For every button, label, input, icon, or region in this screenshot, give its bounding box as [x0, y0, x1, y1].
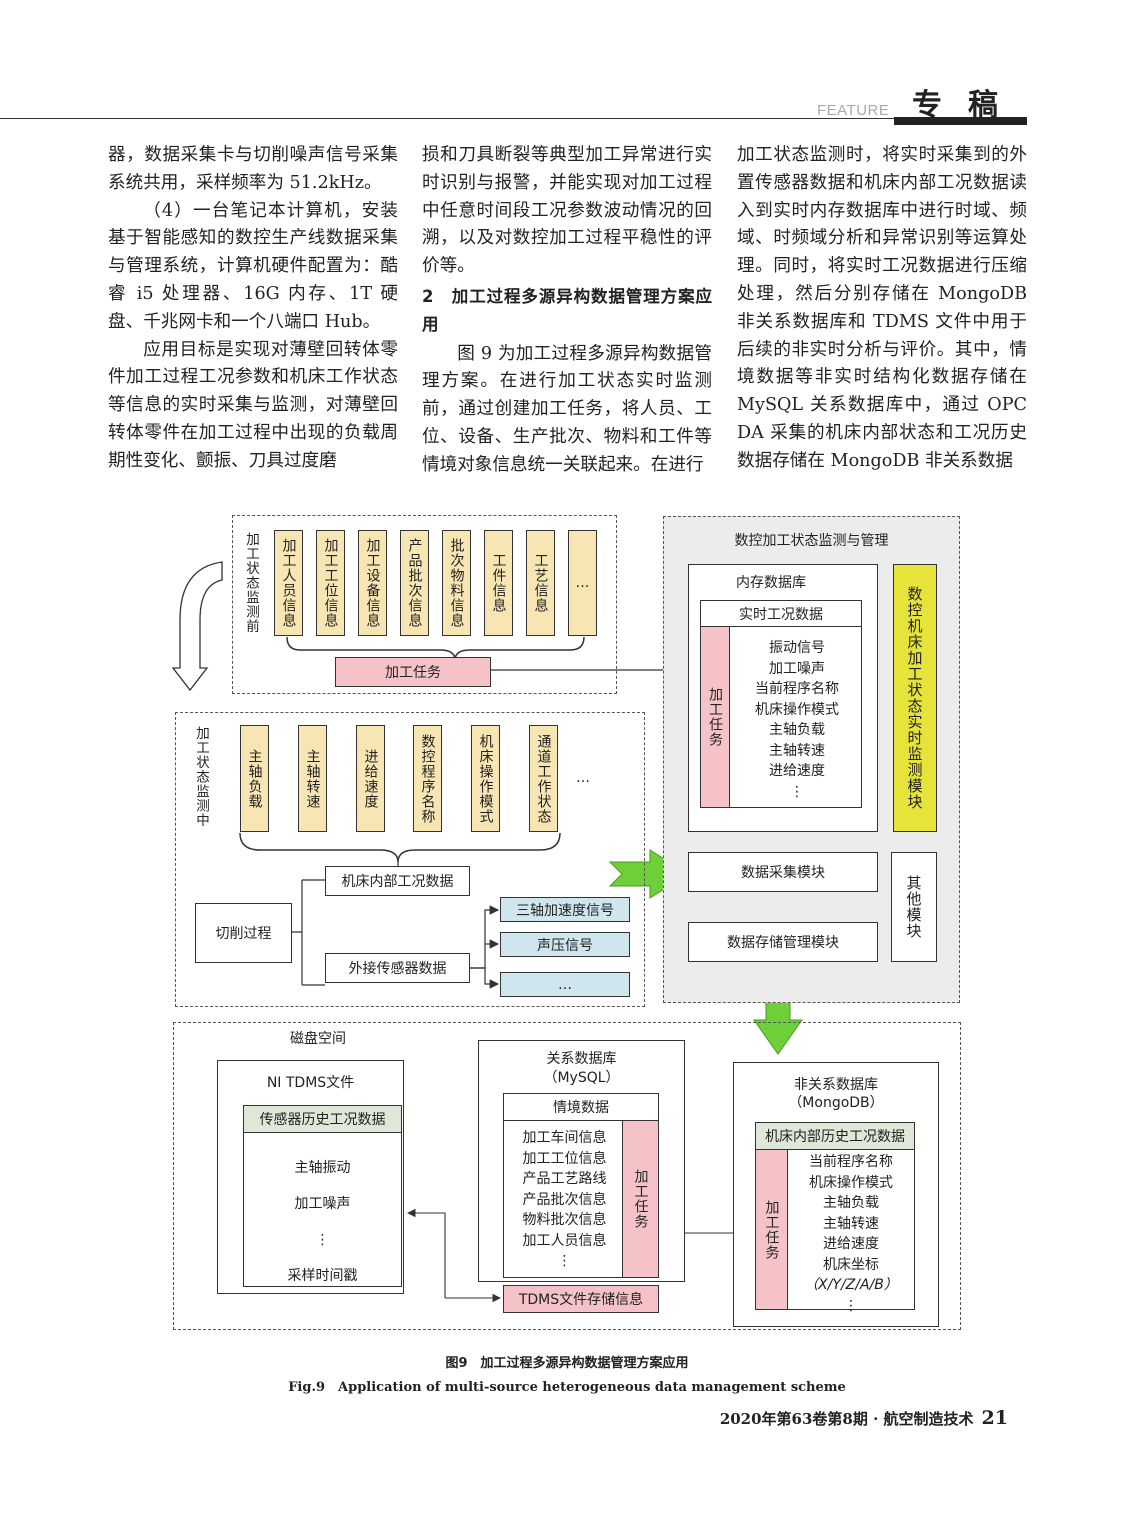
tdms-item: ⋮	[315, 1232, 330, 1248]
figure-caption-en: Fig.9 Application of multi-source hetero…	[288, 1380, 846, 1395]
section-heading: 2 加工过程多源异构数据管理方案应用	[422, 286, 712, 334]
sensor-signal: 三轴加速度信号	[500, 897, 630, 922]
mysql-items: 加工车间信息 加工工位信息 产品工艺路线 产品批次信息 物料批次信息 加工人员信…	[507, 1128, 622, 1272]
mongodb-item: ⋮	[844, 1297, 858, 1314]
mysql-item: 加工工位信息	[522, 1150, 607, 1167]
text-column-3: 加工状态监测时，将实时采集到的外置传感器数据和机床内部工况数据读入到实时内存数据…	[737, 142, 1027, 476]
paragraph: 应用目标是实现对薄壁回转体零件加工过程工况参数和机床工作状态等信息的实时采集与监…	[108, 339, 398, 471]
during-item: 主轴负载	[240, 725, 269, 832]
header-rule	[0, 118, 894, 119]
signal-item: 机床操作模式	[755, 701, 839, 718]
signal-item: 主轴转速	[769, 742, 825, 759]
signal-item: 当前程序名称	[755, 681, 839, 697]
tdms-title: NI TDMS文件	[266, 1075, 355, 1091]
mysql-item: 产品工艺路线	[522, 1171, 607, 1187]
mysql-title: 关系数据库	[546, 1051, 617, 1067]
mysql-task: 加工任务	[622, 1120, 659, 1278]
during-item: 主轴转速	[298, 725, 327, 832]
paragraph: 器，数据采集卡与切削噪声信号采集系统共用，采样频率为 51.2kHz。	[108, 145, 398, 193]
signal-item: ⋮	[790, 783, 804, 800]
page-number: 21	[981, 1407, 1008, 1429]
mongodb-item: （X/Y/Z/A/B）	[804, 1277, 898, 1293]
cutting-process-box: 切削过程	[195, 903, 292, 963]
other-modules: 其他模块	[891, 852, 937, 962]
header-feature: FEATURE	[817, 102, 890, 119]
before-item: 批次物料信息	[442, 530, 471, 636]
disk-space-title: 磁盘空间	[290, 1031, 346, 1047]
paragraph: 损和刀具断裂等典型加工异常进行实时识别与报警，并能实现对加工过程中任意时间段工况…	[422, 145, 712, 277]
paragraph: 图 9 为加工过程多源异构数据管理方案。在进行加工状态实时监测前，通过创建加工任…	[422, 343, 712, 475]
before-item: …	[568, 530, 597, 636]
realtime-monitor-module: 数控机床加工状态实时监测模块	[893, 564, 937, 832]
internal-data-box: 机床内部工况数据	[325, 866, 470, 896]
tdms-items: 主轴振动 加工噪声 ⋮ 采样时间戳	[243, 1150, 402, 1294]
external-sensor-box: 外接传感器数据	[325, 953, 470, 983]
mongodb-item: 当前程序名称	[809, 1154, 893, 1170]
mongodb-subtitle: （MongoDB）	[788, 1095, 884, 1111]
signal-item: 主轴负载	[769, 722, 825, 738]
mongodb-task: 加工任务	[755, 1149, 788, 1310]
before-task: 加工任务	[335, 657, 491, 687]
mysql-item: ⋮	[557, 1253, 572, 1269]
during-item: 数控程序名称	[413, 725, 442, 832]
mongodb-header: 机床内部历史工况数据	[755, 1122, 915, 1150]
during-item: …	[575, 770, 591, 787]
mongodb-item: 主轴负载	[823, 1195, 879, 1211]
mongodb-title: 非关系数据库	[794, 1077, 878, 1093]
realtime-signals: 振动信号 加工噪声 当前程序名称 机床操作模式 主轴负载 主轴转速 进给速度 ⋮	[732, 638, 862, 802]
tdms-item: 主轴振动	[294, 1160, 351, 1176]
realtime-data-header: 实时工况数据	[700, 600, 862, 627]
mysql-item: 物料批次信息	[522, 1212, 607, 1228]
signal-item: 振动信号	[769, 640, 825, 656]
mongodb-item: 机床操作模式	[809, 1174, 893, 1191]
mongodb-item: 机床坐标	[823, 1256, 879, 1273]
data-acquisition-module: 数据采集模块	[688, 852, 878, 892]
before-item: 产品批次信息	[400, 530, 429, 636]
before-item: 加工设备信息	[358, 530, 387, 636]
during-item: 进给速度	[356, 725, 385, 832]
monitor-title: 数控加工状态监测与管理	[734, 533, 889, 549]
tdms-item: 采样时间戳	[287, 1268, 358, 1284]
mongodb-items: 当前程序名称 机床操作模式 主轴负载 主轴转速 进给速度 机床坐标 （X/Y/Z…	[790, 1152, 912, 1316]
text-column-1: 器，数据采集卡与切削噪声信号采集系统共用，采样频率为 51.2kHz。 （4）一…	[108, 142, 398, 476]
mysql-header: 情境数据	[503, 1093, 659, 1121]
before-item: 加工人员信息	[274, 530, 303, 636]
during-monitoring-region	[175, 712, 645, 1007]
tdms-item: 加工噪声	[294, 1196, 351, 1212]
memory-task: 加工任务	[700, 626, 730, 808]
tdms-storage-info: TDMS文件存储信息	[503, 1285, 659, 1313]
tdms-body	[243, 1132, 402, 1287]
paragraph: （4）一台笔记本计算机，安装基于智能感知的数控生产线数据采集与管理系统，计算机硬…	[108, 200, 398, 332]
mysql-item: 加工车间信息	[522, 1130, 607, 1146]
mysql-item: 产品批次信息	[522, 1191, 607, 1208]
mysql-subtitle: （MySQL）	[543, 1070, 620, 1086]
before-item: 加工工位信息	[316, 530, 345, 636]
during-monitoring-label: 加工状态监测中	[193, 726, 209, 828]
page-footer: 2020年第63卷第8期 · 航空制造技术 21	[720, 1407, 1008, 1429]
before-item: 工艺信息	[526, 530, 555, 636]
header-bar	[894, 117, 1027, 125]
before-item: 工件信息	[484, 530, 513, 636]
disk-space-region	[173, 1022, 961, 1330]
footer-journal: 2020年第63卷第8期 · 航空制造技术	[719, 1410, 974, 1428]
data-storage-module: 数据存储管理模块	[688, 922, 878, 962]
mysql-item: 加工人员信息	[522, 1232, 607, 1249]
mongodb-item: 主轴转速	[823, 1215, 879, 1232]
tdms-header: 传感器历史工况数据	[243, 1105, 402, 1133]
during-item: 通道工作状态	[529, 725, 558, 832]
before-monitoring-region	[232, 515, 617, 694]
during-item: 机床操作模式	[471, 725, 500, 832]
sensor-signal: 声压信号	[500, 932, 630, 957]
signal-item: 加工噪声	[769, 660, 825, 677]
header-title: 专稿	[912, 88, 1024, 123]
text-column-2: 损和刀具断裂等典型加工异常进行实时识别与报警，并能实现对加工过程中任意时间段工况…	[422, 142, 712, 480]
figure-caption-cn: 图9 加工过程多源异构数据管理方案应用	[445, 1356, 689, 1371]
before-monitoring-label: 加工状态监测前	[243, 532, 259, 634]
signal-item: 进给速度	[769, 763, 825, 779]
mongodb-item: 进给速度	[823, 1236, 879, 1252]
paragraph: 加工状态监测时，将实时采集到的外置传感器数据和机床内部工况数据读入到实时内存数据…	[737, 145, 1027, 471]
memory-db-label: 内存数据库	[736, 575, 806, 591]
sensor-signal: …	[500, 972, 630, 997]
